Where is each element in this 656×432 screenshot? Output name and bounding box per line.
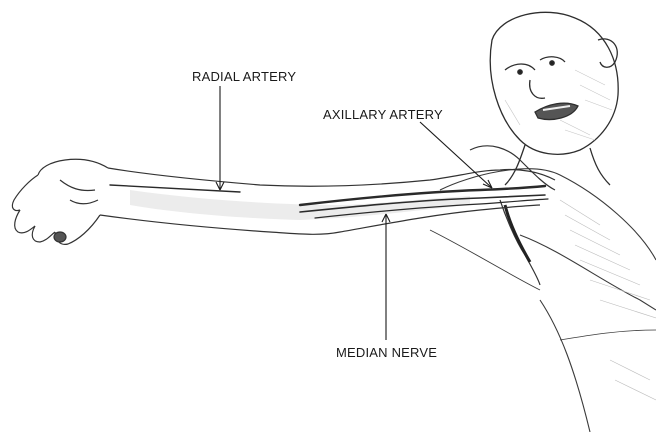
axillary-artery-pointer: [420, 122, 492, 188]
hand: [12, 159, 108, 244]
head: [490, 12, 618, 185]
axillary-artery-label: AXILLARY ARTERY: [323, 108, 443, 121]
torso-shading: [560, 200, 656, 400]
radial-artery-label: RADIAL ARTERY: [192, 70, 296, 83]
torso: [430, 169, 656, 432]
shoulder: [470, 146, 555, 285]
median-nerve-label: MEDIAN NERVE: [336, 346, 437, 359]
